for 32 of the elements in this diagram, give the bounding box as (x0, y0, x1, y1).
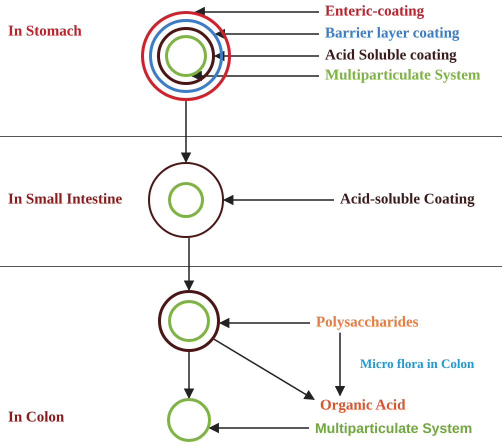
pellet-ring (168, 300, 210, 342)
arrow (214, 50, 319, 62)
coating-label: Acid Soluble coating (325, 47, 457, 65)
pellet-ring (158, 290, 220, 352)
pellet-ring (168, 182, 204, 218)
coating-label: Barrier layer coating (325, 25, 460, 43)
arrow (214, 338, 315, 400)
coating-label: Polysaccharides (316, 314, 418, 332)
region-label: In Stomach (8, 24, 82, 40)
coating-label: Organic Acid (320, 397, 406, 415)
arrow (184, 238, 194, 292)
pellet-ring (141, 11, 231, 101)
arrow (218, 318, 310, 328)
pellet-ring (148, 162, 224, 238)
pellet-ring (165, 35, 207, 77)
arrow (222, 194, 334, 206)
coating-label: Multiparticulate System (315, 420, 472, 436)
arrow (180, 101, 192, 164)
coating-label: Multiparticulate System (325, 67, 480, 85)
pellet-ring (149, 19, 223, 93)
pellet-ring (157, 27, 215, 85)
region-label: In Colon (8, 410, 64, 426)
coating-label: Enteric-coating (325, 3, 424, 21)
coating-label: Acid-soluble Coating (340, 191, 475, 209)
arrow (191, 70, 319, 82)
arrow (334, 332, 346, 396)
pellet-ring (167, 398, 211, 442)
arrow (214, 28, 319, 40)
region-label: In Small Intestine (8, 192, 122, 208)
arrow (184, 352, 194, 400)
arrow (194, 6, 319, 18)
arrow (208, 422, 309, 434)
